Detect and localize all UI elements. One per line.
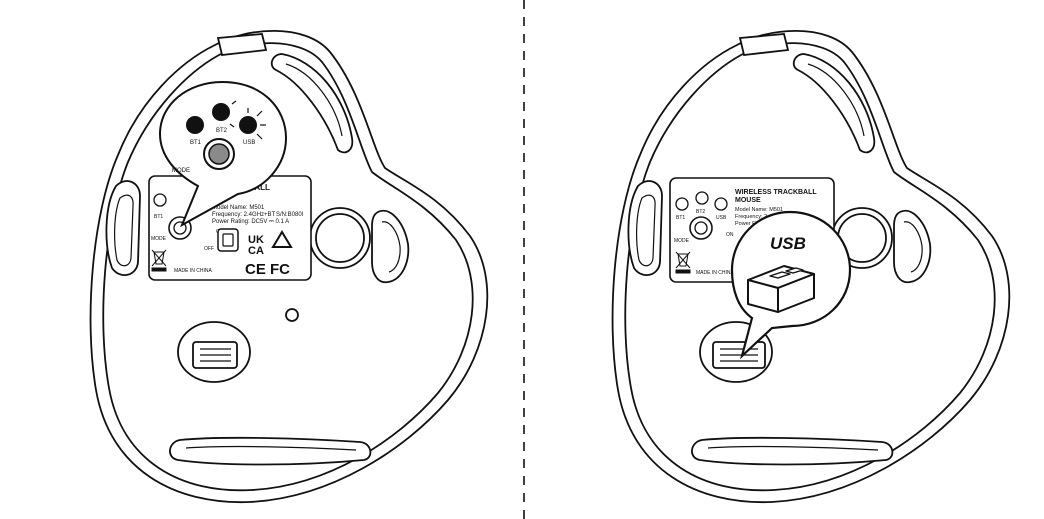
foot-bottom [691, 436, 894, 466]
usb-receiver-icon [747, 265, 815, 313]
led-bt2-icon [212, 103, 230, 121]
foot-bottom-inner [185, 445, 357, 451]
sticker-usb-indicator [714, 197, 728, 211]
callout-label-usb: USB [243, 140, 255, 146]
foot-right [893, 209, 932, 284]
ce-mark: CE [245, 261, 266, 278]
mouse-body-outer [611, 29, 1011, 504]
power-switch-icon [217, 228, 239, 252]
left-callout: BT1 BT2 USB MODE [158, 80, 288, 228]
sticker-model: Model Name: M501 [212, 205, 265, 211]
sticker-title-line2: MOUSE [735, 197, 761, 204]
sticker-title-line1: WIRELESS TRACKBALL [735, 189, 817, 196]
svg-text:BT1: BT1 [676, 215, 685, 221]
sticker-serial: S/N:B080I [276, 212, 304, 218]
recycle-icon [271, 230, 293, 248]
foot-left [627, 180, 663, 276]
fcc-mark: FC [270, 261, 290, 278]
foot-top-right [792, 53, 876, 154]
ukca-mark-line2: CA [248, 245, 264, 257]
top-foot [738, 33, 790, 56]
sticker-mode-button [694, 221, 708, 235]
led-usb-icon [239, 116, 257, 134]
led-bt1-icon [186, 116, 204, 134]
svg-text:BT2: BT2 [696, 209, 705, 215]
led-usb-glow [247, 108, 266, 140]
sticker-model: Model Name: M501 [735, 207, 783, 213]
weee-bin-icon [151, 249, 167, 272]
foot-left [105, 180, 141, 276]
svg-text:BT1: BT1 [154, 214, 163, 220]
svg-text:MODE: MODE [151, 236, 167, 242]
foot-right [371, 209, 410, 284]
foot-right-inner [381, 221, 401, 273]
right-mouse [611, 29, 1011, 504]
made-in: MADE IN CHINA [174, 268, 212, 274]
weee-bin-icon [675, 251, 691, 274]
callout-label-bt1: BT1 [190, 140, 202, 146]
mouse-body-outer [89, 29, 489, 504]
ukca-mark-line1: UK [248, 234, 264, 246]
top-foot [216, 33, 268, 56]
svg-text:OFF: OFF [204, 246, 214, 252]
sticker-bt2-indicator [695, 191, 709, 205]
callout-label-usb: USB [770, 234, 806, 253]
foot-top-right-inner [285, 63, 343, 137]
foot-top-right [270, 53, 354, 154]
foot-left-inner [114, 194, 134, 267]
svg-text:ON: ON [726, 232, 734, 238]
callout-label-bt2: BT2 [216, 128, 228, 134]
sticker-bt1-indicator [675, 197, 689, 211]
sticker-frequency: Frequency: 2.4GHz+BT [212, 212, 276, 218]
screw-hole [285, 308, 299, 322]
trackball-icon [309, 207, 371, 269]
sticker-bt1-indicator [153, 193, 167, 207]
svg-text:USB: USB [716, 215, 727, 221]
callout-label-mode: MODE [172, 168, 190, 174]
right-callout: USB [730, 210, 852, 360]
made-in: MADE IN CHINA [696, 270, 734, 276]
led-bt2-glow [229, 100, 237, 128]
left-mouse [89, 29, 489, 504]
sticker-power: Power Rating: DC5V ⎓ 0.1 A [212, 219, 289, 225]
mode-button-icon [208, 143, 230, 165]
svg-text:MODE: MODE [674, 238, 690, 244]
foot-bottom [169, 436, 372, 466]
